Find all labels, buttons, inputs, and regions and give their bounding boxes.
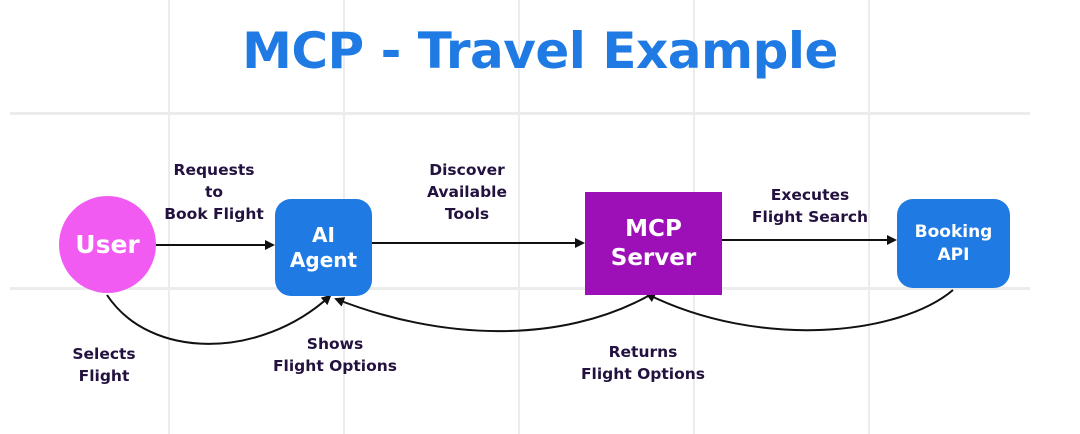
edge-label-selects: Selects Flight [72, 345, 136, 385]
grid-line [10, 112, 1030, 115]
diagram-title: MCP - Travel Example [242, 22, 838, 80]
edge-label-requests: Requests to Book Flight [164, 161, 264, 223]
node-mcp-server-label: MCP Server [610, 215, 697, 271]
grid-line [868, 0, 870, 434]
node-user: User [59, 196, 156, 293]
edge-label-shows: Shows Flight Options [272, 335, 398, 375]
arrow-user-to-agent-select [106, 294, 332, 345]
arrow-mcp-to-agent [334, 294, 651, 333]
node-booking-api-label: Booking API [914, 221, 993, 265]
node-mcp-server: MCP Server [585, 192, 722, 295]
grid-line [518, 0, 520, 434]
arrow-api-to-mcp [645, 289, 954, 332]
edge-label-discover: Discover Available Tools [426, 161, 507, 223]
grid-line [10, 287, 1030, 290]
grid-line [168, 0, 170, 434]
node-ai-agent: AI Agent [275, 199, 372, 296]
edge-label-executes: Executes Flight Search [751, 186, 869, 226]
node-booking-api: Booking API [897, 199, 1010, 288]
node-ai-agent-label: AI Agent [289, 222, 358, 272]
edge-label-returns: Returns Flight Options [580, 343, 706, 383]
node-user-label: User [75, 229, 140, 259]
